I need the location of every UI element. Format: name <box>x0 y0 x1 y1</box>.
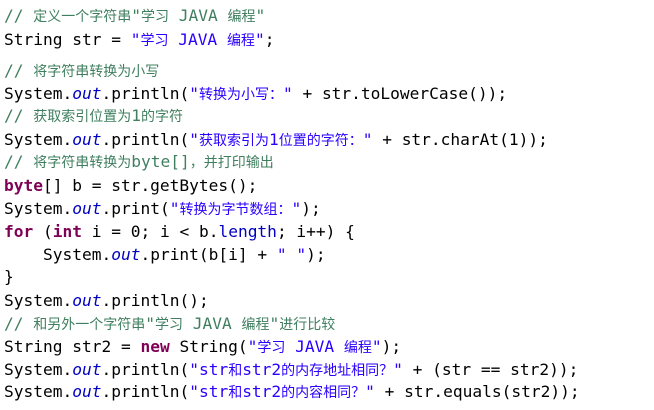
code-line[interactable]: String str = "学习 JAVA 编程"; <box>4 30 275 49</box>
code-line[interactable]: System.out.print("转换为字节数组："); <box>4 199 321 218</box>
code-line[interactable]: for (int i = 0; i < b.length; i++) { <box>4 222 355 241</box>
code-line[interactable]: System.out.println("转换为小写：" + str.toLowe… <box>4 84 508 103</box>
code-line[interactable]: // 将字符串转换为byte[]，并打印输出 <box>4 152 274 171</box>
code-line[interactable]: byte[] b = str.getBytes(); <box>4 176 258 195</box>
code-line[interactable]: String str2 = new String("学习 JAVA 编程"); <box>4 337 402 356</box>
code-line[interactable]: System.out.println("str和str2的内存地址相同？" + … <box>4 360 579 379</box>
code-line[interactable]: System.out.println("获取索引为1位置的字符：" + str.… <box>4 130 548 149</box>
code-line[interactable]: // 定义一个字符串"学习 JAVA 编程" <box>4 6 266 25</box>
code-line[interactable]: // 获取索引位置为1的字符 <box>4 106 183 125</box>
code-line[interactable]: System.out.println(); <box>4 291 209 310</box>
code-line[interactable]: // 将字符串转换为小写 <box>4 61 160 80</box>
code-line[interactable]: // 和另外一个字符串"学习 JAVA 编程"进行比较 <box>4 314 336 333</box>
code-line[interactable]: System.out.println("str和str2的内容相同？" + st… <box>4 382 580 401</box>
code-line[interactable]: System.out.print(b[i] + " "); <box>4 245 326 264</box>
code-line[interactable]: } <box>4 267 14 286</box>
